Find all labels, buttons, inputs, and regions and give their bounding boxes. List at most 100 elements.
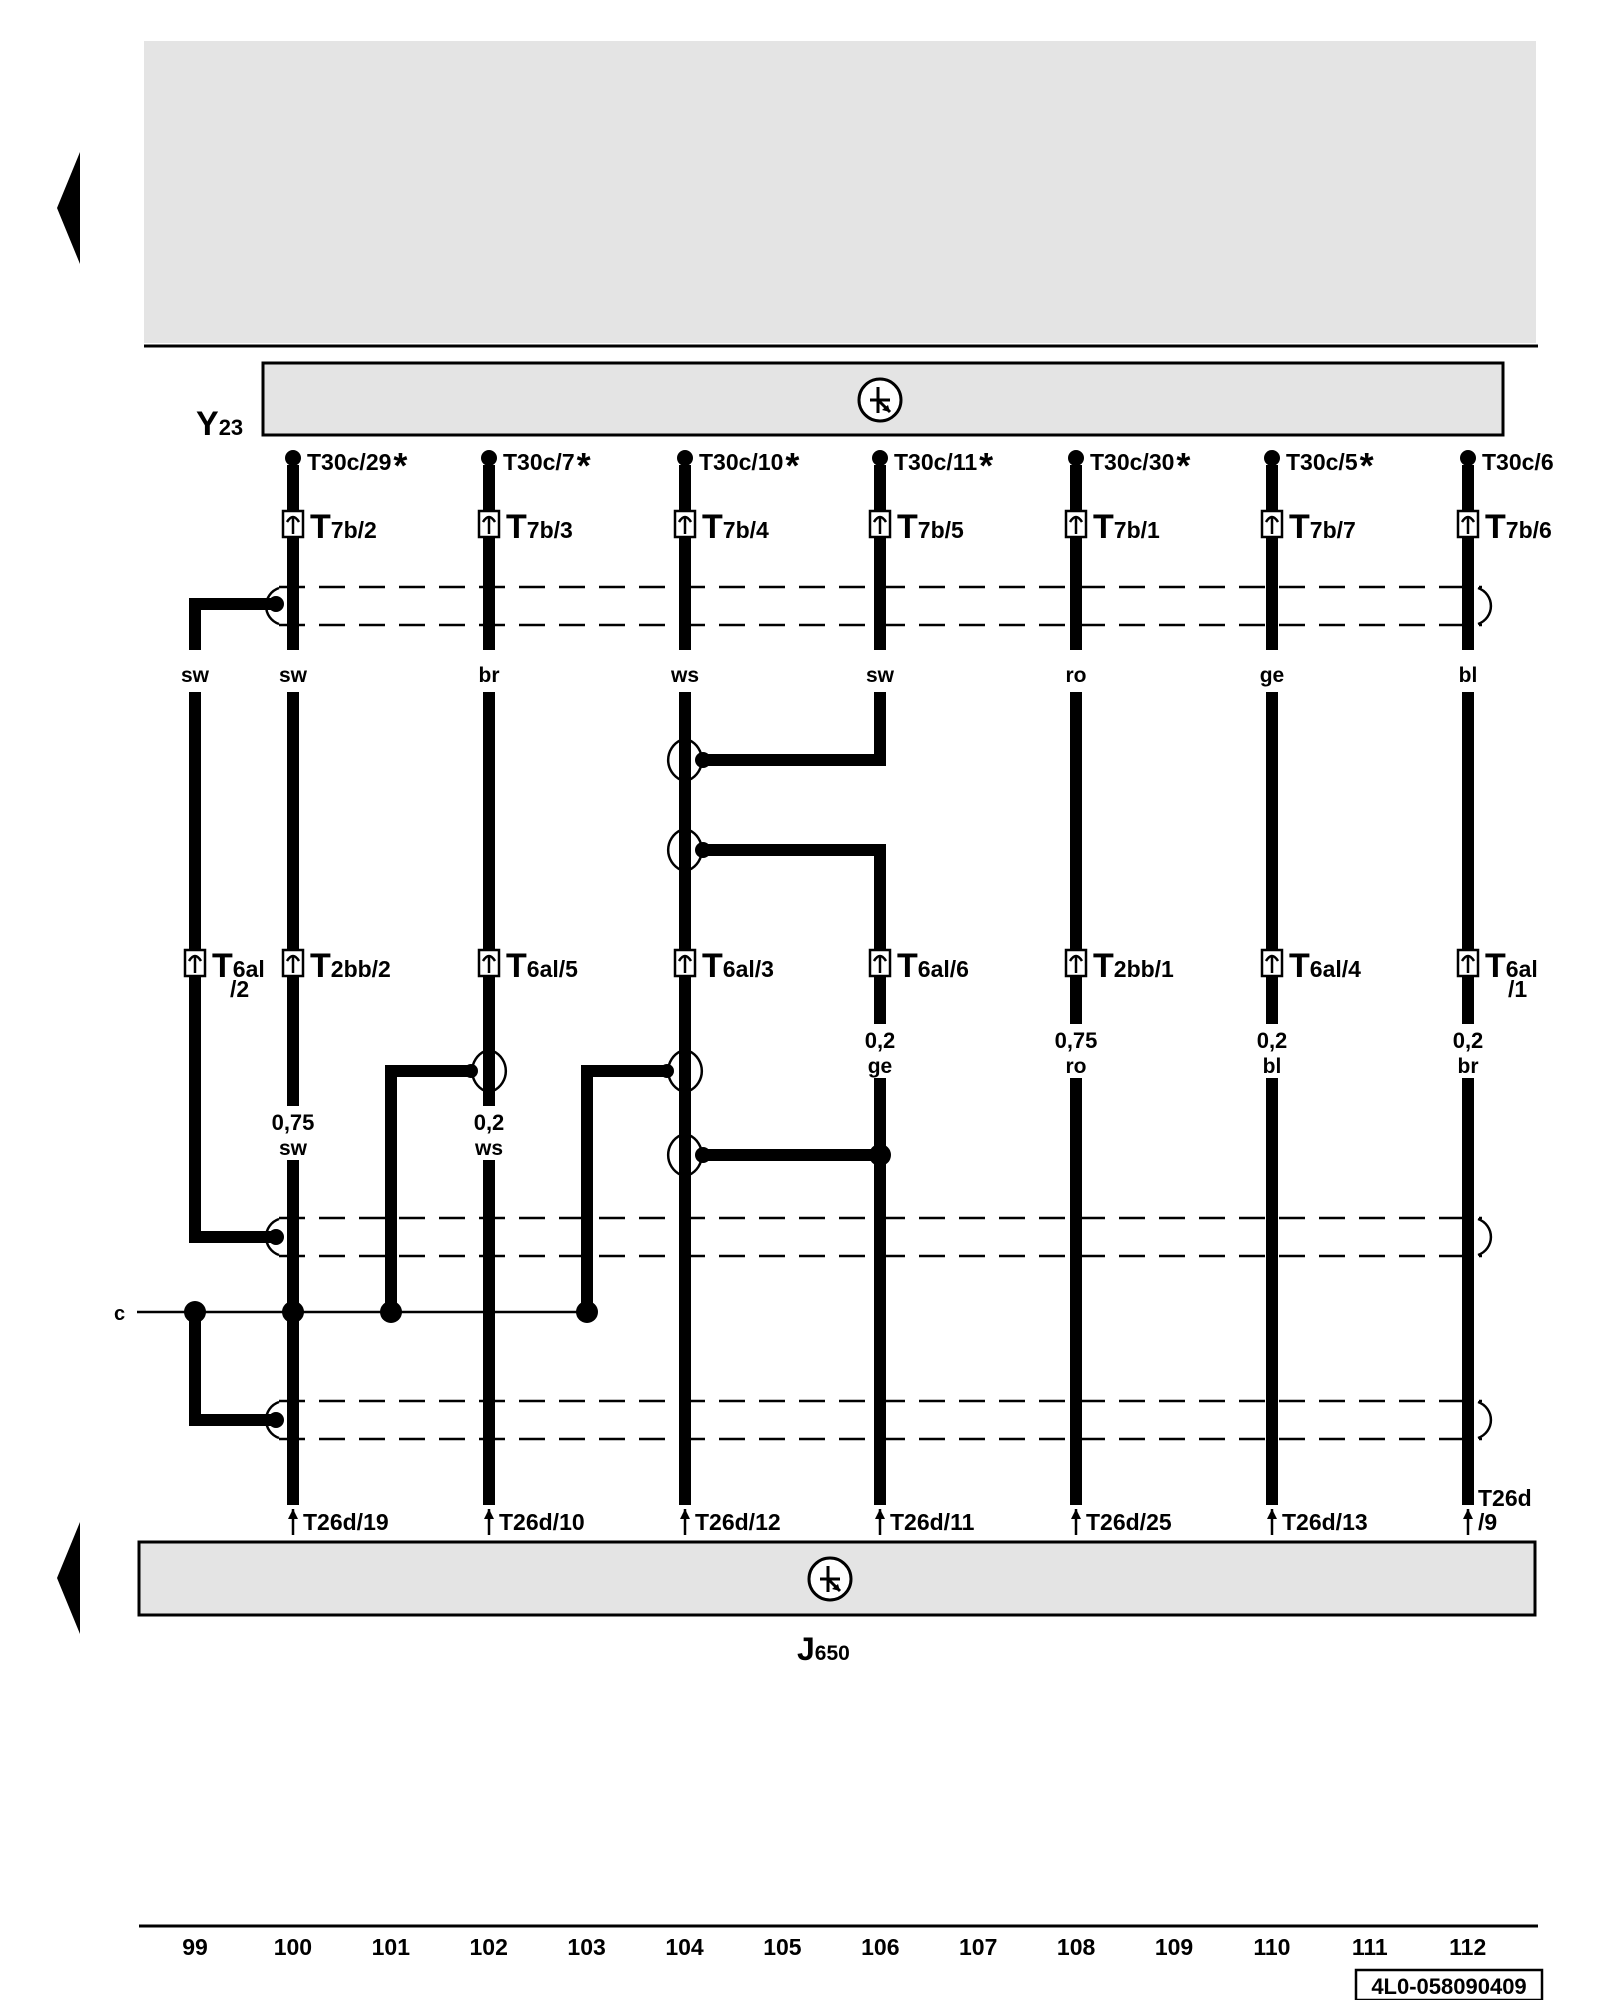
pin-label-bottom: T26d/25 (1086, 1509, 1172, 1535)
wire-ground-branch-102[interactable] (385, 1065, 471, 1312)
pin-label-star: * (1176, 445, 1190, 486)
connector-label-top: T7b/5 (897, 508, 964, 546)
wire-color-bottom: br (1458, 1055, 1479, 1078)
connector-label-shield: T6al (212, 947, 265, 985)
connector-label-top: T7b/2 (310, 508, 377, 546)
pin-label-bottom: T26d/10 (499, 1509, 585, 1535)
pin-label-top: T30c/11 (894, 449, 977, 475)
track-number: 101 (372, 1934, 411, 1960)
pin-label-bottom-line2: /9 (1478, 1509, 1497, 1535)
track-number: 110 (1253, 1934, 1290, 1960)
connector-mid-3[interactable] (868, 948, 892, 978)
connector-mid-2[interactable] (673, 948, 697, 978)
wire-color-bottom: sw (279, 1137, 308, 1160)
prev-page-arrow-bottom[interactable] (57, 1522, 80, 1634)
connector-mid-6[interactable] (1456, 948, 1480, 978)
wire-cross-arcs (470, 738, 704, 1177)
wire-color-bottom: ro (1066, 1055, 1087, 1078)
wire-size: 0,75 (272, 1110, 315, 1135)
pin-label-top: T30c/29 (307, 449, 391, 475)
pin-label-star: * (1360, 445, 1374, 486)
pin-label-top: T30c/7 (503, 449, 575, 475)
wire-color-top: ro (1066, 664, 1087, 687)
connector-label-mid: T6al/3 (702, 947, 774, 985)
component-y23[interactable]: Y23 (196, 361, 1505, 443)
pin-arrow-head (680, 1509, 690, 1519)
wire-spec-bg (844, 1024, 916, 1078)
doc-number: 4L0-058090409 (1371, 1974, 1526, 1999)
connector-shield[interactable] (183, 948, 207, 978)
track-number: 100 (274, 1934, 312, 1960)
connector-top-6[interactable] (1456, 509, 1480, 539)
component-j650[interactable]: J650 (137, 1540, 1537, 1667)
pin-label-star: * (393, 445, 407, 486)
track-number: 99 (182, 1934, 208, 1960)
component-label-top: Y23 (196, 405, 243, 443)
pin-arrow-head (484, 1509, 494, 1519)
track-number: 102 (470, 1934, 508, 1960)
junction-dots (184, 450, 1476, 1428)
pin-label-bottom: T26d/13 (1282, 1509, 1368, 1535)
track-number: 109 (1155, 1934, 1193, 1960)
wire-crossover-106-104b[interactable] (703, 844, 886, 962)
pin-arrow-head (1071, 1509, 1081, 1519)
connector-mid-4[interactable] (1064, 948, 1088, 978)
connector-top-0[interactable] (281, 509, 305, 539)
connector-label-mid: T2bb/1 (1093, 947, 1174, 985)
connector-mid-1[interactable] (477, 948, 501, 978)
pin-label-star: * (785, 445, 799, 486)
track-number: 104 (665, 1934, 704, 1960)
track-number: 107 (959, 1934, 997, 1960)
wire-size: 0,2 (474, 1110, 505, 1135)
wire-spec-bg (1040, 1024, 1112, 1078)
electronic-component-icon (857, 377, 903, 423)
wire-color-bottom: bl (1263, 1055, 1282, 1078)
pin-arrow-head (1267, 1509, 1277, 1519)
pin-label-top: T30c/5 (1286, 449, 1358, 475)
wire-crossover-106-104a[interactable] (703, 692, 886, 766)
pin-arrow-head (1463, 1509, 1473, 1519)
track-number: 106 (861, 1934, 899, 1960)
pin-label-bottom: T26d/12 (695, 1509, 781, 1535)
track-number: 111 (1352, 1934, 1388, 1960)
wire-color-top: bl (1459, 664, 1478, 687)
track-number: 108 (1057, 1934, 1096, 1960)
component-j650-body (137, 1540, 1537, 1617)
connector-label-top: T7b/1 (1093, 508, 1160, 546)
track-number: 105 (763, 1934, 802, 1960)
wire-shield-drain[interactable] (189, 598, 279, 1426)
connector-label-top: T7b/6 (1485, 508, 1552, 546)
connector-label-mid-line2: /1 (1508, 976, 1527, 1002)
header-panel (144, 41, 1536, 343)
connector-mid-0[interactable] (281, 948, 305, 978)
connector-label-mid: T6al/4 (1289, 947, 1361, 985)
wire-spec-bg (1432, 1024, 1504, 1078)
connector-mid-5[interactable] (1260, 948, 1284, 978)
connector-label-mid: T6al (1485, 947, 1538, 985)
connector-top-2[interactable] (673, 509, 697, 539)
connector-top-5[interactable] (1260, 509, 1284, 539)
wire-ground-branch-104[interactable] (581, 1065, 667, 1312)
connector-label-mid: T6al/6 (897, 947, 969, 985)
wire-spec-bg (453, 1106, 525, 1160)
connector-label-top: T7b/7 (1289, 508, 1356, 546)
connector-top-1[interactable] (477, 509, 501, 539)
wire-size: 0,2 (1257, 1028, 1288, 1053)
connector-top-4[interactable] (1064, 509, 1088, 539)
wire-size: 0,2 (1453, 1028, 1484, 1053)
connector-label-top: T7b/3 (506, 508, 573, 546)
pin-label-top: T30c/10 (699, 449, 783, 475)
pin-label-star: * (577, 445, 591, 486)
wire-color-top: ws (670, 664, 699, 687)
connector-top-3[interactable] (868, 509, 892, 539)
doc-number-box: 4L0-058090409 (1354, 1968, 1544, 2000)
prev-page-arrow-top[interactable] (57, 152, 80, 264)
wire-color-bottom: ws (474, 1137, 503, 1160)
wire-color-top: ge (1260, 664, 1285, 687)
